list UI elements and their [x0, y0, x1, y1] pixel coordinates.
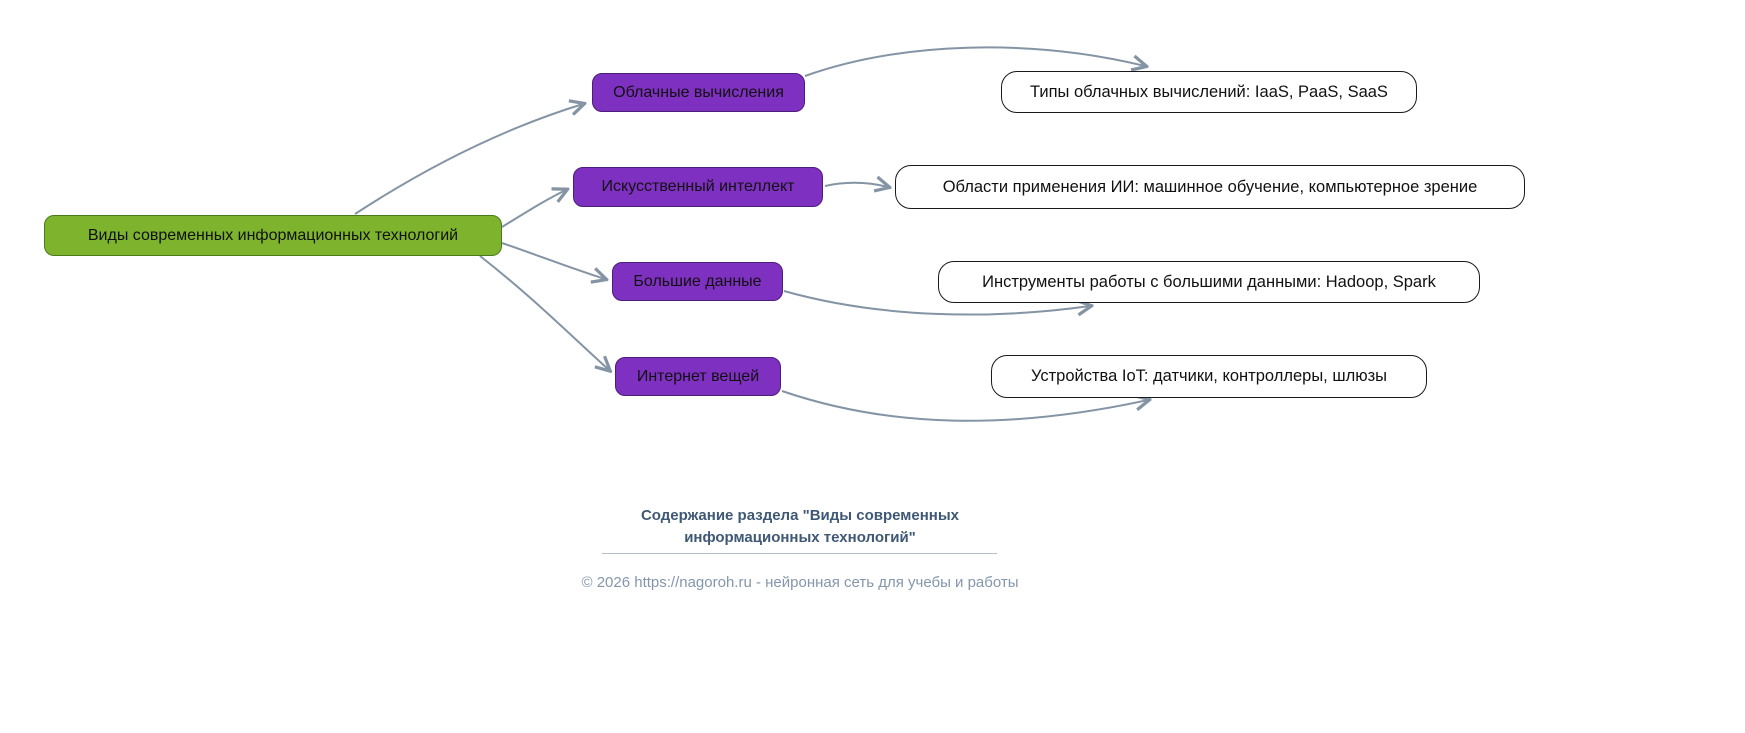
- leaf-node-bigdata: Инструменты работы с большими данными: H…: [938, 261, 1480, 303]
- leaf-node-cloud: Типы облачных вычислений: IaaS, PaaS, Sa…: [1001, 71, 1417, 113]
- footer-copyright: © 2026 https://nagoroh.ru - нейронная се…: [581, 574, 1019, 591]
- footer-title: Содержание раздела "Виды современных инф…: [400, 505, 1200, 549]
- leaf-node-cloud-label: Типы облачных вычислений: IaaS, PaaS, Sa…: [1030, 82, 1388, 101]
- branch-node-cloud: Облачные вычисления: [592, 73, 805, 112]
- branch-node-iot: Интернет вещей: [615, 357, 781, 396]
- branch-node-bigdata-label: Большие данные: [633, 272, 762, 290]
- branch-node-iot-label: Интернет вещей: [636, 367, 760, 385]
- root-node-label: Виды современных информационных технолог…: [87, 226, 459, 244]
- root-node: Виды современных информационных технолог…: [44, 215, 502, 256]
- branch-node-ai: Искусственный интеллект: [573, 167, 823, 207]
- footer-title-line2: информационных технологий": [684, 528, 916, 546]
- leaf-node-iot: Устройства IoT: датчики, контроллеры, шл…: [991, 355, 1427, 398]
- leaf-node-bigdata-label: Инструменты работы с большими данными: H…: [982, 272, 1436, 291]
- footer-title-line1: Содержание раздела "Виды современных: [640, 507, 960, 524]
- leaf-node-iot-label: Устройства IoT: датчики, контроллеры, шл…: [1030, 367, 1388, 385]
- leaf-node-ai-label: Области применения ИИ: машинное обучение…: [942, 177, 1478, 196]
- branch-node-cloud-label: Облачные вычисления: [613, 83, 784, 101]
- footer-divider: [602, 553, 997, 554]
- leaf-node-ai: Области применения ИИ: машинное обучение…: [895, 165, 1525, 209]
- branch-node-bigdata: Большие данные: [612, 262, 783, 301]
- branch-node-ai-label: Искусственный интеллект: [601, 178, 795, 195]
